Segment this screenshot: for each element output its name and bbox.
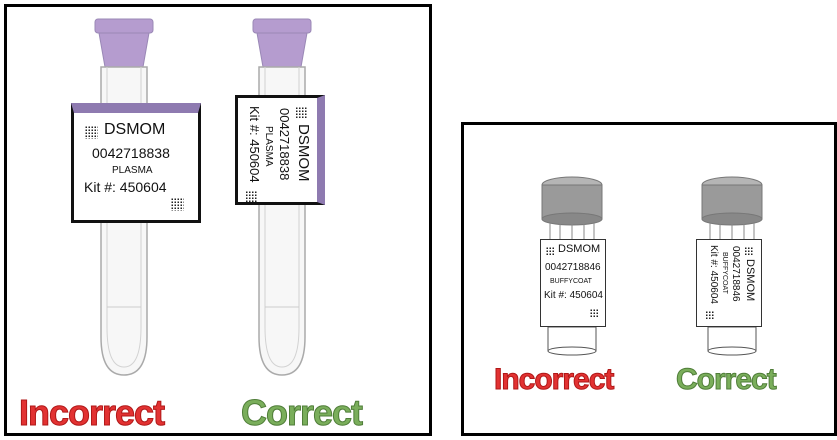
label-id: 0042718838: [92, 145, 170, 161]
caption-incorrect: Incorrect: [19, 392, 164, 434]
right-panel-buffycoat-vials: DSMOM 0042718846 BUFFYCOAT Kit #: 450604…: [461, 122, 837, 436]
barcode-icon: [246, 190, 258, 202]
label-type: PLASMA: [112, 165, 153, 176]
barcode-icon: [589, 308, 599, 318]
caption-correct: Correct: [676, 363, 776, 397]
caption-correct: Correct: [241, 392, 362, 434]
label-code: DSMOM: [295, 124, 312, 182]
label-id: 0042718846: [730, 246, 741, 302]
label-type: BUFFYCOAT: [721, 252, 728, 294]
barcode-icon: [295, 106, 308, 119]
barcode-icon: [170, 197, 184, 211]
label-kit: Kit #: 450604: [544, 290, 603, 301]
plasma-tubes-drawing: [7, 7, 435, 439]
label-kit: Kit #: 450604: [247, 106, 262, 183]
label-code: DSMOM: [558, 243, 600, 255]
correct-plasma-label: DSMOM 0042718838 PLASMA Kit #: 450604: [235, 95, 325, 205]
caption-incorrect: Incorrect: [494, 363, 613, 397]
incorrect-buffycoat-label: DSMOM 0042718846 BUFFYCOAT Kit #: 450604: [540, 239, 606, 327]
label-id: 0042718846: [545, 262, 601, 273]
label-code: DSMOM: [104, 121, 165, 139]
barcode-icon: [84, 125, 98, 139]
correct-buffycoat-label: DSMOM 0042718846 BUFFYCOAT Kit #: 450604: [696, 239, 762, 327]
incorrect-plasma-label: DSMOM 0042718838 PLASMA Kit #: 450604: [71, 103, 201, 223]
label-code: DSMOM: [744, 259, 756, 301]
label-type: BUFFYCOAT: [550, 278, 592, 285]
barcode-icon: [545, 246, 555, 256]
barcode-icon: [744, 246, 754, 256]
label-kit: Kit #: 450604: [708, 245, 719, 304]
barcode-icon: [705, 310, 715, 320]
left-panel-plasma-tubes: DSMOM 0042718838 PLASMA Kit #: 450604 DS…: [4, 4, 432, 436]
label-type: PLASMA: [263, 126, 274, 167]
label-kit: Kit #: 450604: [84, 179, 167, 195]
label-id: 0042718838: [277, 108, 292, 180]
